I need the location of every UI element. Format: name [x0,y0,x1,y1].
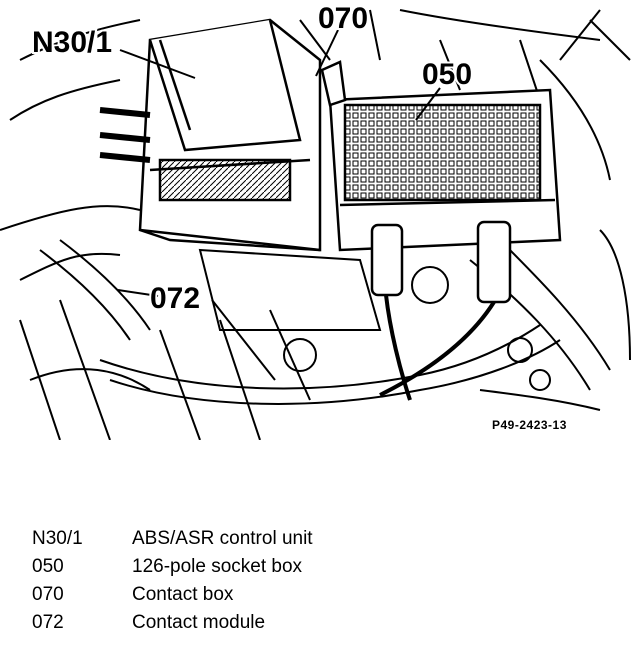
legend-description: 126-pole socket box [132,556,303,577]
legend-code: 050 [32,556,64,577]
legend-description: ABS/ASR control unit [132,528,313,549]
background-linework [0,9,631,440]
legend-code: N30/1 [32,528,83,549]
engine-bay-illustration: N30/1 070 050 072 P49-2423-13 [0,0,631,440]
legend-code: 072 [32,612,64,633]
contact-box [320,60,347,107]
callout-leaders [117,29,441,381]
callout-n30-1: N30/1 [32,26,112,59]
callout-070: 070 [318,2,368,35]
legend-description: Contact box [132,584,234,605]
callout-072: 072 [150,282,200,315]
legend-row: 050 126-pole socket box [32,553,592,581]
legend-row: 070 Contact box [32,581,592,609]
abs-asr-control-unit [99,18,322,252]
legend-code: 070 [32,584,64,605]
legend-row: N30/1 ABS/ASR control unit [32,525,592,553]
figure-reference-code: P49-2423-13 [492,418,567,432]
callout-050: 050 [422,58,472,91]
legend: N30/1 ABS/ASR control unit 050 126-pole … [32,525,592,637]
legend-description: Contact module [132,612,266,633]
legend-row: 072 Contact module [32,609,592,637]
socket-box-126-pole [328,88,562,401]
